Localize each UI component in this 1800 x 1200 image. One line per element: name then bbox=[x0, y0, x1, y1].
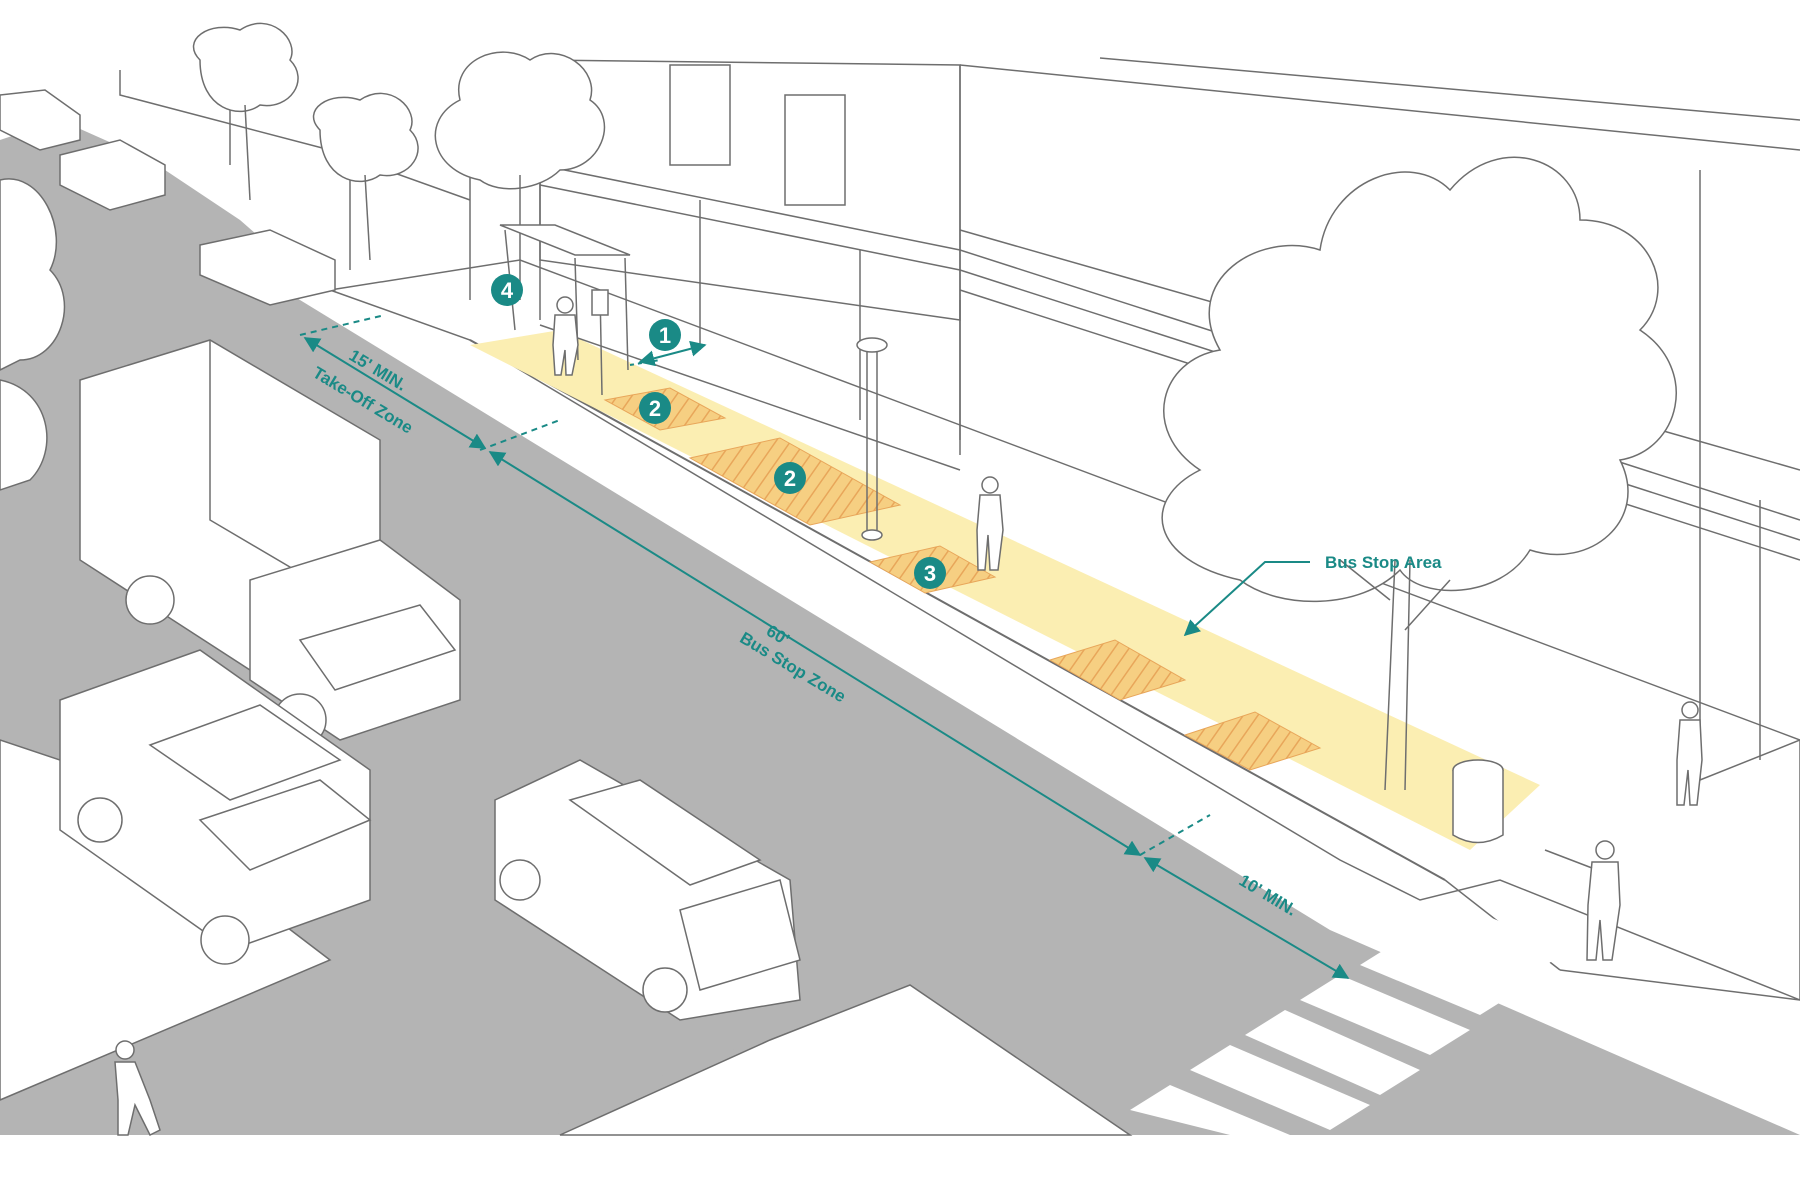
crosswalk bbox=[1130, 905, 1570, 1135]
pedestrian-right bbox=[1676, 701, 1703, 806]
parked-cars-far bbox=[0, 89, 336, 306]
pickup-van bbox=[59, 649, 372, 965]
bus-stop-area-leader bbox=[1183, 561, 1310, 637]
marker-4: 4 bbox=[491, 274, 523, 306]
pedestrian-shelter bbox=[552, 296, 579, 376]
marker-2a: 2 bbox=[639, 392, 671, 424]
marker-2b: 2 bbox=[774, 462, 806, 494]
pedestrian-lower-left bbox=[114, 1040, 161, 1137]
marker-3-number: 3 bbox=[924, 561, 936, 586]
marker-3: 3 bbox=[914, 557, 946, 589]
trash-can bbox=[1452, 759, 1504, 844]
marker-1-number: 1 bbox=[659, 323, 671, 348]
marker-2b-number: 2 bbox=[784, 466, 796, 491]
approach-dimension bbox=[1143, 857, 1350, 979]
marker-4-number: 4 bbox=[501, 278, 514, 303]
clearance-dimension bbox=[638, 340, 707, 367]
pedestrian-pointing bbox=[1544, 840, 1621, 961]
dimension-lines bbox=[299, 314, 1350, 979]
marker-2a-number: 2 bbox=[649, 396, 661, 421]
bus-stop-zone-dimension bbox=[488, 451, 1142, 856]
trees bbox=[0, 22, 1677, 791]
take-off-zone-dimension bbox=[303, 337, 487, 449]
marker-1: 1 bbox=[649, 319, 681, 351]
bus-stop-area-label: Bus Stop Area bbox=[1325, 553, 1442, 572]
bus-shelter bbox=[499, 224, 631, 396]
